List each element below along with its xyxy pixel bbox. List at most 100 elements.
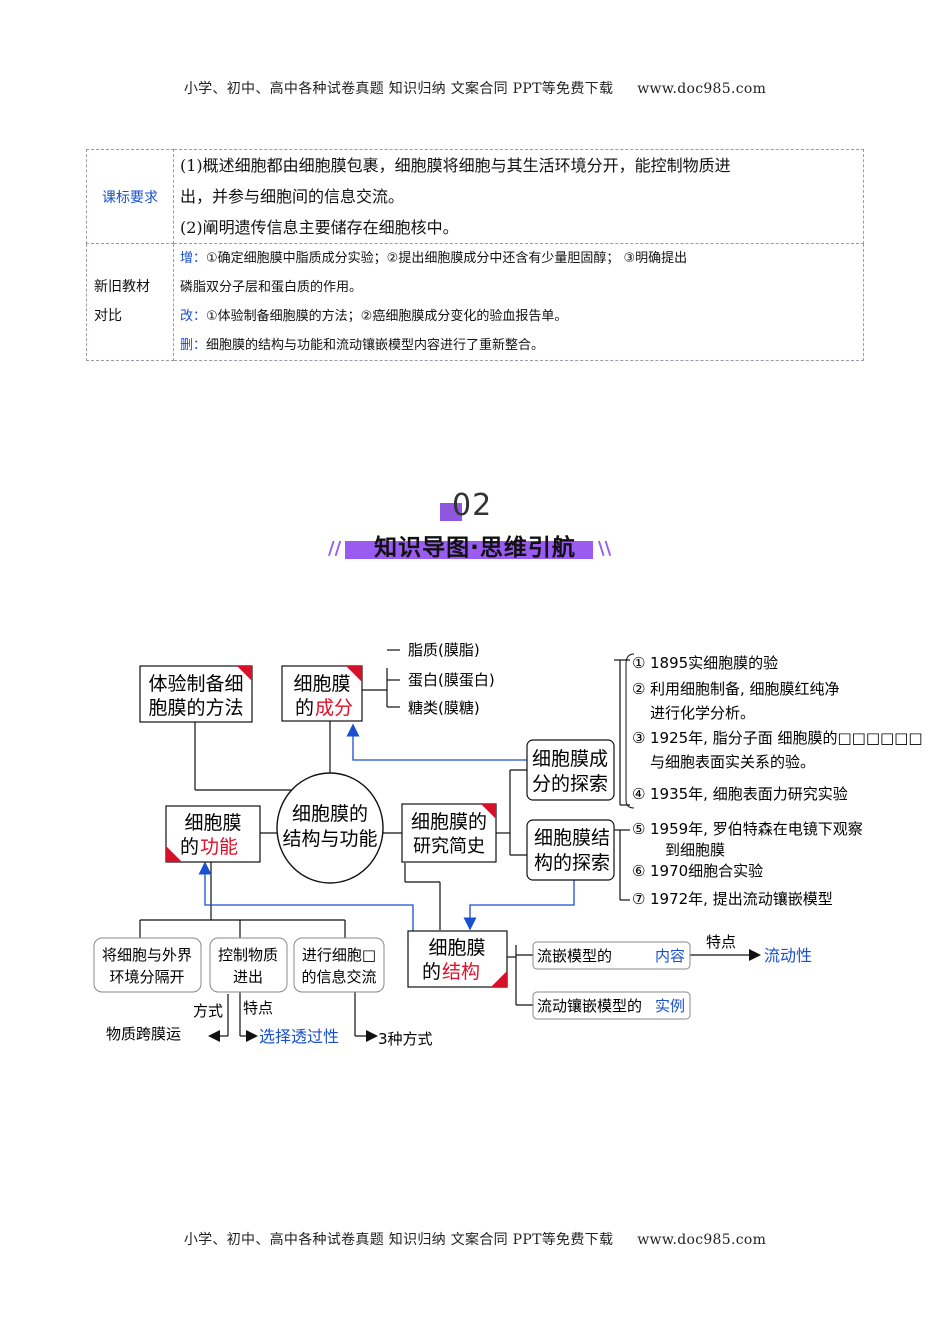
explore-struct-line2: 构的探索 [534, 852, 610, 874]
slash-left-icon: // [328, 538, 342, 559]
history-node[interactable]: 细胞膜的 研究简史 [401, 803, 497, 863]
timeline-num: ⑦ [632, 890, 645, 908]
model-example-text: 流动镶嵌模型的 [537, 997, 642, 1015]
table-row: 课标要求 (1)概述细胞都由细胞膜包裹，细胞膜将细胞与其生活环境分开，能控制物质… [86, 149, 864, 244]
curriculum-line: 出，并参与细胞间的信息交流。 [180, 187, 405, 206]
function-line2-black: 的 [180, 836, 199, 858]
prep-node[interactable]: 体验制备细 胞膜的方法 [139, 665, 253, 723]
timeline-text: 1895实细胞膜的验 [650, 654, 778, 672]
section-title: 知识导图·思维引航 [374, 535, 576, 561]
function-item[interactable]: 进行细胞□ 的信息交流 [293, 937, 385, 993]
comparison-label-line1: 新旧教材 [94, 279, 150, 295]
curriculum-line: (1)概述细胞都由细胞膜包裹，细胞膜将细胞与其生活环境分开，能控制物质进 [180, 156, 731, 175]
table-row: 新旧教材 对比 增：①确定细胞膜中脂质成分实验；②提出细胞膜成分中还含有少量胆固… [86, 243, 864, 361]
comparison-label: 新旧教材 对比 [86, 243, 174, 361]
curriculum-table: 课标要求 (1)概述细胞都由细胞膜包裹，细胞膜将细胞与其生活环境分开，能控制物质… [86, 149, 864, 361]
timeline-text: 与细胞表面实关系的验。 [650, 753, 815, 771]
curriculum-label: 课标要求 [86, 149, 174, 244]
function-item-line2: 进出 [233, 968, 263, 986]
page-header-bottom: 小学、初中、高中各种试卷真题 知识归纳 文案合同 PPT等免费下载 www.doc… [0, 1229, 950, 1249]
prep-line2: 胞膜的方法 [148, 697, 243, 719]
timeline-text: 1970细胞合实验 [650, 862, 763, 880]
composition-node[interactable]: 细胞膜 的 成分 [281, 665, 363, 722]
delete-line: 删：细胞膜的结构与功能和流动镶嵌模型内容进行了重新整合。 [180, 331, 857, 360]
change-text: ①体验制备细胞膜的方法；②癌细胞膜成分变化的验血报告单。 [206, 309, 568, 324]
comparison-label-line2: 对比 [94, 308, 122, 324]
explore-structure-node[interactable]: 细胞膜结 构的探索 [526, 819, 615, 881]
add-line: 增：①确定细胞膜中脂质成分实验；②提出细胞膜成分中还含有少量胆固醇； ③明确提出 [180, 244, 857, 273]
header-url[interactable]: www.doc985.com [637, 81, 767, 97]
connector-lines [139, 649, 630, 1036]
timeline-num: ⑥ [632, 862, 645, 880]
function-node[interactable]: 细胞膜 的 功能 [165, 805, 261, 863]
way-label: 方式 [193, 1002, 223, 1020]
composition-line2-red: 成分 [315, 697, 353, 719]
comp-item-sugar: 糖类(膜糖) [408, 699, 480, 717]
explore-comp-line2: 分的探索 [532, 773, 608, 795]
char-value: 选择透过性 [259, 1027, 339, 1046]
blue-arrows [198, 723, 575, 931]
function-item[interactable]: 控制物质 进出 [209, 937, 288, 993]
structure-line2-black: 的 [422, 961, 441, 983]
comparison-content: 增：①确定细胞膜中脂质成分实验；②提出细胞膜成分中还含有少量胆固醇； ③明确提出… [173, 243, 864, 361]
model-example-box[interactable]: 流动镶嵌模型的 实例 [532, 991, 691, 1020]
structure-line1: 细胞膜 [428, 937, 485, 959]
explore-composition-node[interactable]: 细胞膜成 分的探索 [526, 739, 615, 801]
delete-tag: 删： [180, 338, 207, 353]
model-content-text: 流嵌模型的 [537, 947, 612, 965]
change-tag: 改： [180, 309, 207, 324]
timeline-num: ③ [632, 729, 645, 747]
section-number: 02 [452, 488, 493, 523]
curriculum-line: (2)阐明遗传信息主要储存在细胞核中。 [180, 218, 459, 237]
way-value: 物质跨膜运 [106, 1025, 181, 1043]
slash-right-icon: \\ [598, 538, 612, 559]
function-item-line2: 环境分隔开 [109, 968, 184, 986]
three-ways: 3种方式 [378, 1030, 433, 1048]
center-node[interactable] [276, 772, 384, 884]
history-line1: 细胞膜的 [411, 811, 487, 833]
explore-comp-line1: 细胞膜成 [532, 748, 608, 770]
function-item-line1: 将细胞与外界 [102, 946, 192, 964]
comp-item-protein: 蛋白(膜蛋白) [408, 671, 495, 689]
prep-line1: 体验制备细 [148, 673, 243, 695]
explore-struct-line1: 细胞膜结 [534, 827, 610, 849]
timeline-text: 1935年, 细胞表面力研究实验 [650, 785, 848, 803]
change-line: 改：①体验制备细胞膜的方法；②癌细胞膜成分变化的验血报告单。 [180, 302, 857, 331]
structure-node[interactable]: 细胞膜 的 结构 [407, 930, 508, 988]
add-tag: 增： [180, 251, 207, 266]
timeline-num: ② [632, 680, 645, 698]
composition-line2-black: 的 [295, 697, 314, 719]
function-item-line1: 进行细胞□ [302, 946, 376, 964]
timeline-num: ① [632, 654, 645, 672]
timeline-brace [625, 653, 635, 809]
add-text: ①确定细胞膜中脂质成分实验；②提出细胞膜成分中还含有少量胆固醇； ③明确提出 [206, 251, 688, 266]
function-item-line2: 的信息交流 [301, 968, 376, 986]
page-header-top: 小学、初中、高中各种试卷真题 知识归纳 文案合同 PPT等免费下载 www.doc… [0, 78, 950, 98]
center-line2: 结构与功能 [282, 828, 377, 850]
comp-item-lipid: 脂质(膜脂) [408, 641, 480, 659]
header-text: 小学、初中、高中各种试卷真题 知识归纳 文案合同 PPT等免费下载 [183, 81, 614, 97]
add-line-2: 磷脂双分子层和蛋白质的作用。 [180, 280, 363, 295]
black-arrows [208, 949, 761, 1042]
section-title-highlight [345, 541, 593, 559]
function-item[interactable]: 将细胞与外界 环境分隔开 [93, 937, 202, 993]
delete-text: 细胞膜的结构与功能和流动镶嵌模型内容进行了重新整合。 [206, 338, 545, 353]
structure-line2-red: 结构 [442, 961, 480, 983]
composition-line1: 细胞膜 [293, 673, 350, 695]
timeline-text: 1959年, 罗伯特森在电镜下观察 [650, 820, 863, 838]
function-item-line1: 控制物质 [218, 946, 278, 964]
feature-label: 特点 [706, 933, 736, 951]
model-content-blue: 内容 [655, 947, 685, 965]
center-line1: 细胞膜的 [292, 803, 368, 825]
timeline-num: ④ [632, 785, 645, 803]
model-content-box[interactable]: 流嵌模型的 内容 [532, 941, 691, 970]
footer-url[interactable]: www.doc985.com [637, 1232, 767, 1248]
timeline-num: ⑤ [632, 820, 645, 838]
model-example-blue: 实例 [655, 997, 685, 1015]
function-line1: 细胞膜 [184, 812, 241, 834]
footer-text: 小学、初中、高中各种试卷真题 知识归纳 文案合同 PPT等免费下载 [183, 1232, 614, 1248]
feature-value: 流动性 [764, 946, 812, 965]
timeline-text: 进行化学分析。 [650, 704, 755, 722]
history-line2: 研究简史 [413, 836, 485, 857]
